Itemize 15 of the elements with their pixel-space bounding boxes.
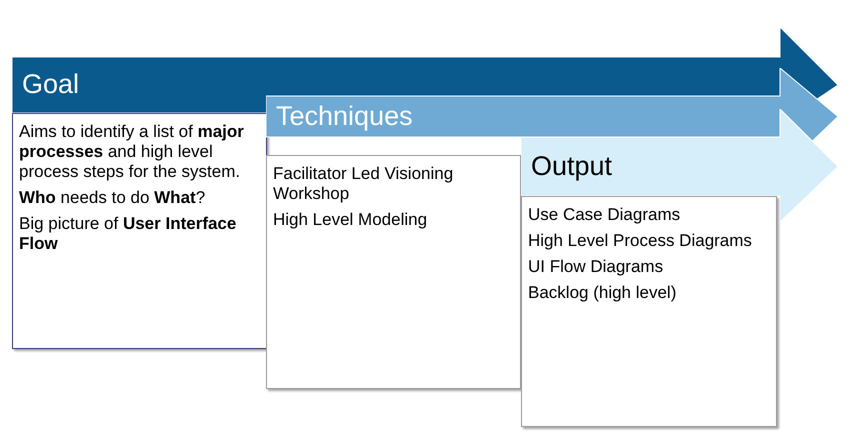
body-text: Facilitator Led Visioning Workshop — [273, 164, 454, 204]
stage-heading: Techniques — [276, 102, 413, 130]
body-text: UI Flow Diagrams — [528, 257, 664, 277]
body-text: Big picture of User Interface Flow — [19, 214, 238, 254]
text-panel — [12, 113, 267, 349]
body-text: Use Case Diagrams — [528, 205, 682, 225]
text-panel — [521, 196, 777, 427]
stage-heading: Output — [531, 152, 612, 180]
stage-heading: Goal — [22, 71, 80, 98]
text-panel — [266, 155, 521, 389]
body-text: Aims to identify a list of major processes and high level process steps for the system. — [19, 122, 245, 182]
body-text: Backlog (high level) — [528, 283, 678, 303]
body-text: Who needs to do What? — [19, 188, 206, 208]
body-text: High Level Modeling — [273, 210, 428, 230]
body-text: High Level Process Diagrams — [528, 231, 753, 251]
